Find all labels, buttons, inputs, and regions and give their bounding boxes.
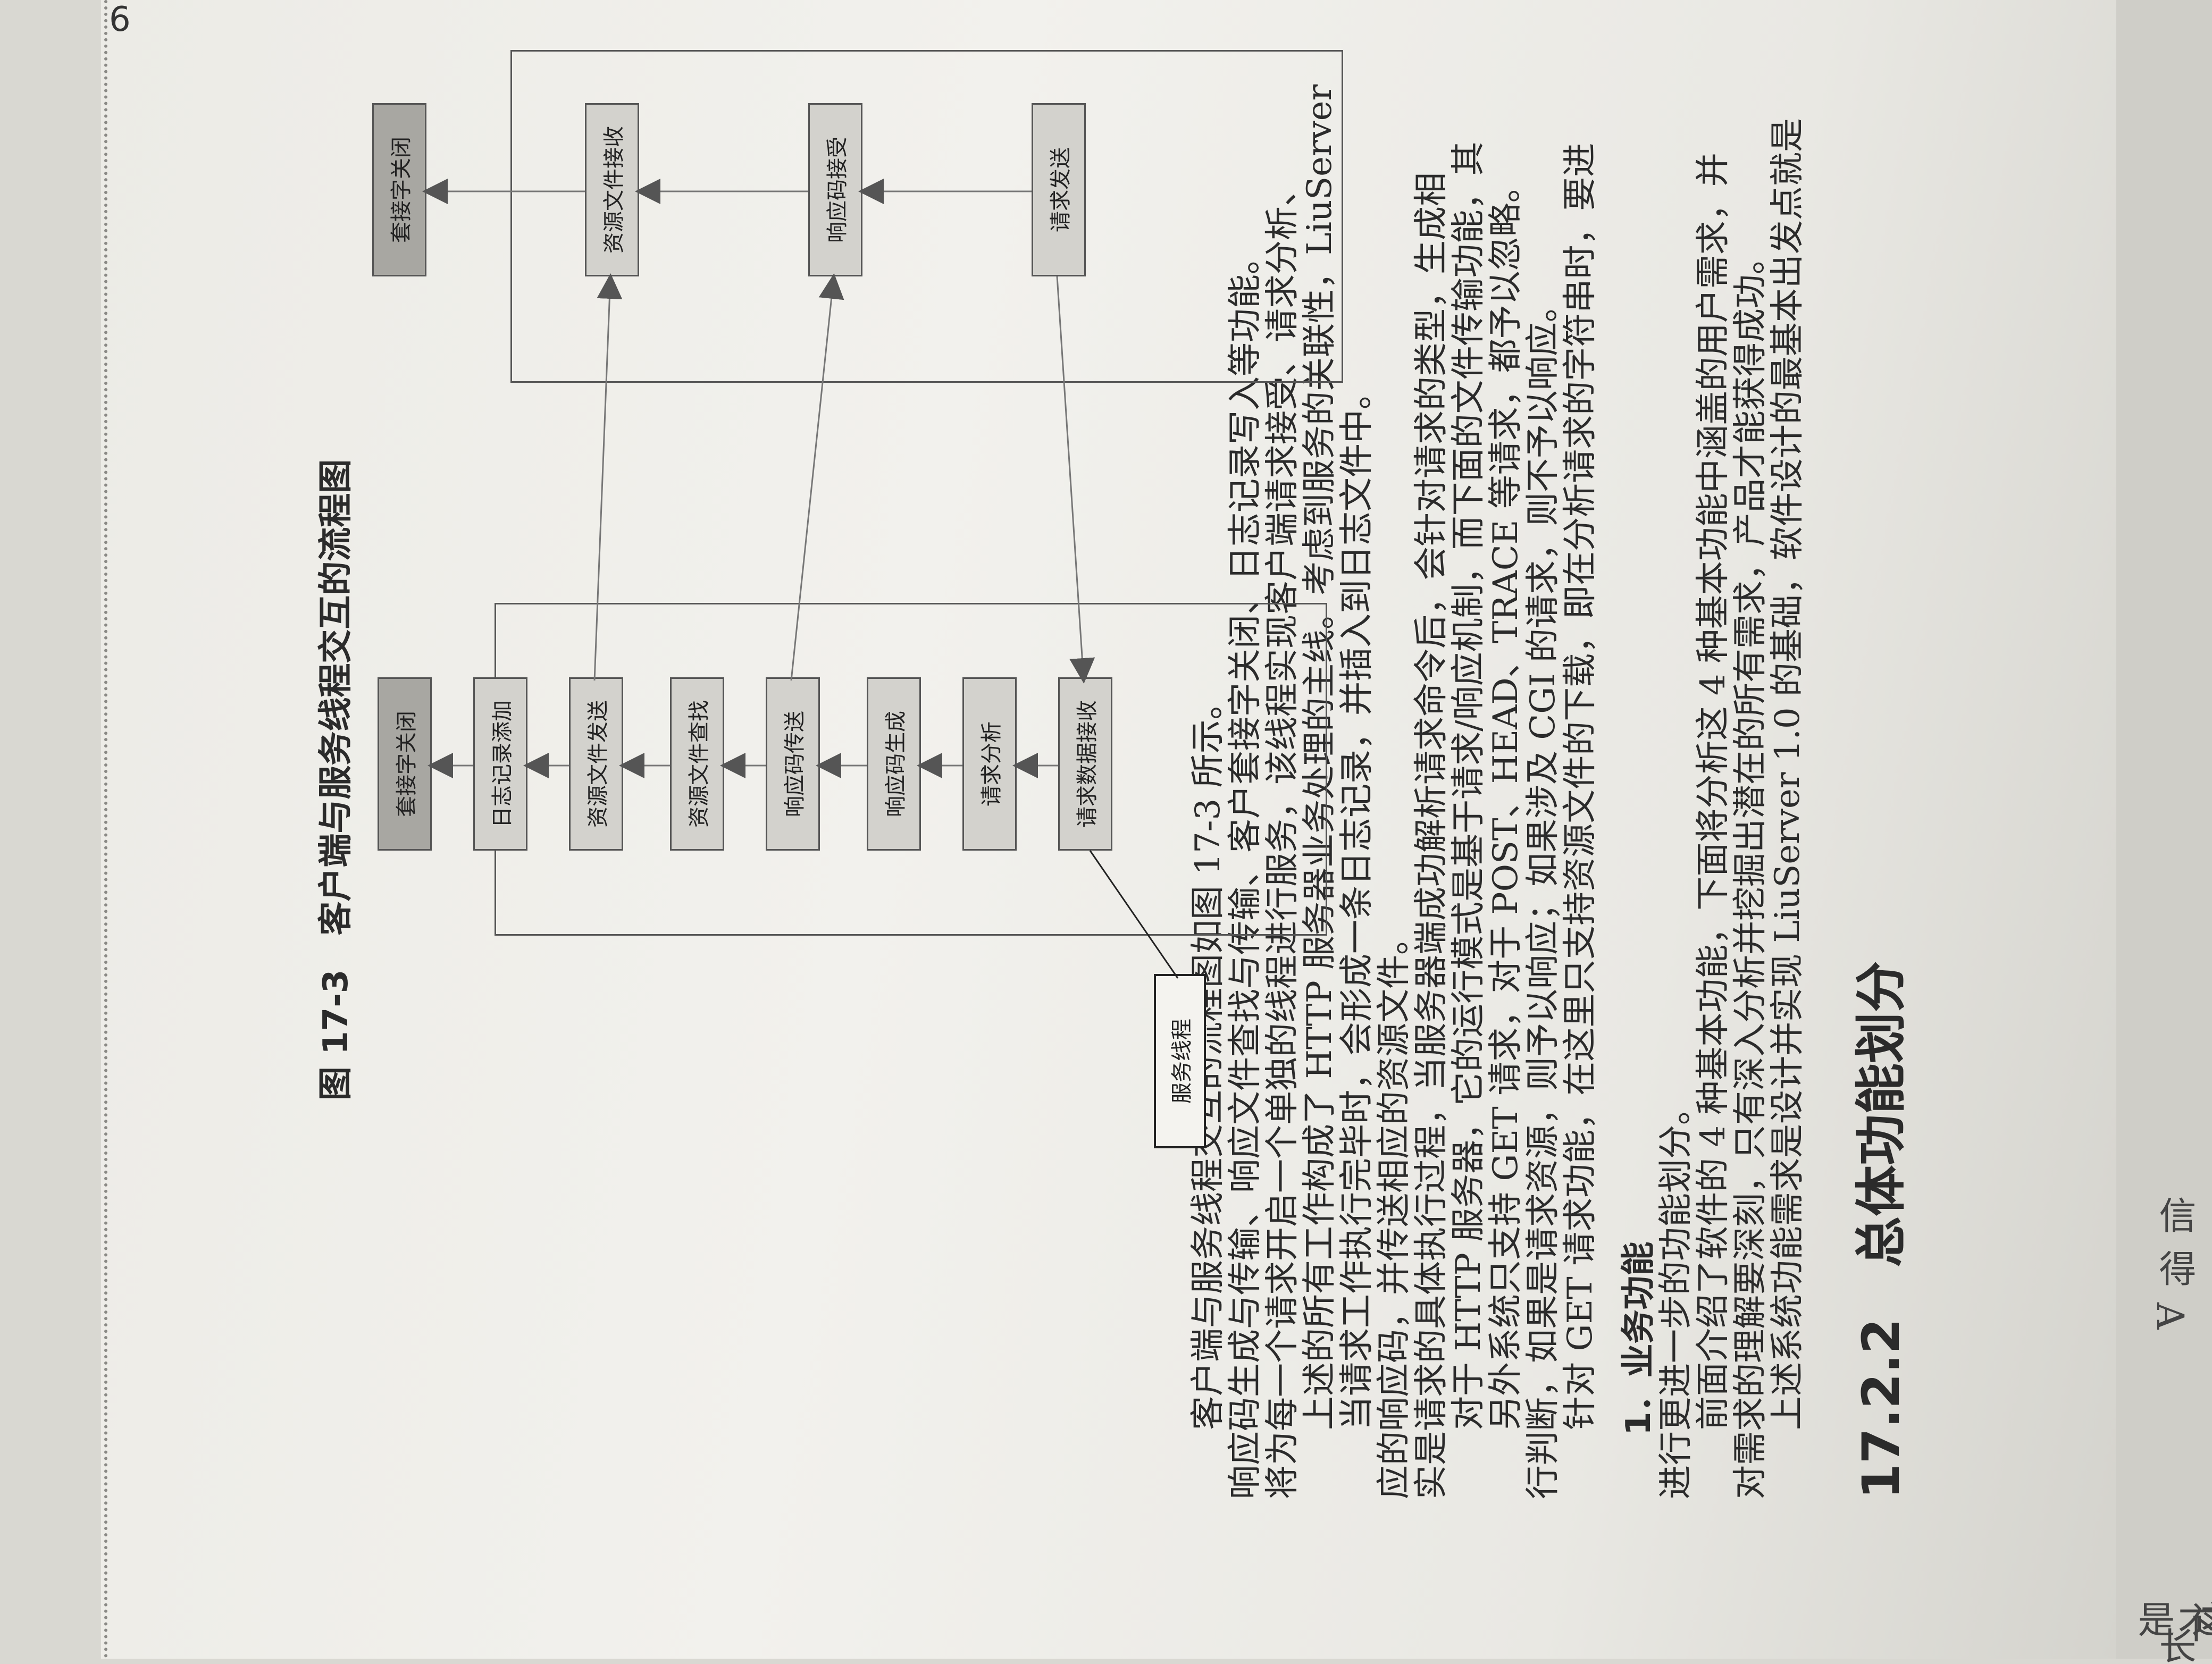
page-binding-edge [104,0,109,1659]
figure-caption: 图 17-3 客户端与服务线程交互的流程图 [316,459,356,1100]
next-page-fragment: 这是 [2132,1600,2212,1637]
rotated-page-content: 17.2.2 总体功能划分 上述系统功能需求是设计并实现 LiuServer 1… [202,0,2116,1659]
next-page-fragment: 长 [2153,1627,2197,1664]
next-page-fragment: 信 [2153,1196,2197,1233]
flowchart-figure: 请求发送 响应码接受 资源文件接收 套接字关闭 请求数据接收 请求分析 响应码生… [202,0,2116,1659]
flowchart-connectors [422,179,1179,979]
next-page-fragment: 得 [2153,1249,2197,1287]
page-number: 6 [109,0,131,39]
next-page-fragment: A [2148,1302,2192,1330]
next-page-edge: 这是 的不 得 信 A 长 [2116,0,2212,1664]
next-page-fragment: 的不 [2172,1606,2212,1643]
